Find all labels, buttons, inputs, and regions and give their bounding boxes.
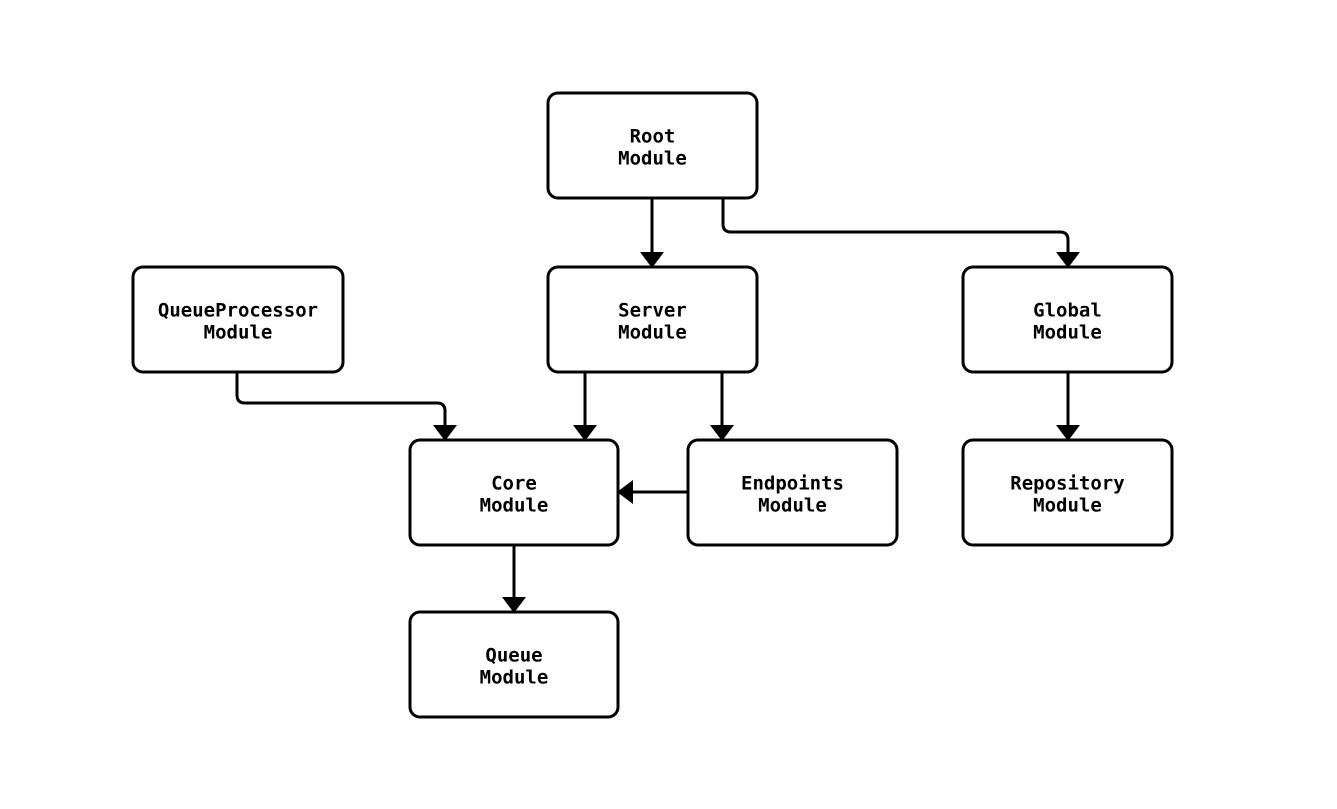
node-endpoints-box [686,438,899,547]
node-core-box [408,438,620,547]
node-queueprocessor-box [131,265,345,374]
node-server-box [546,265,759,374]
node-queue-box [408,610,620,719]
node-global-box [961,265,1174,374]
node-repository-box [961,438,1174,547]
edge-root-to-global [721,198,1080,268]
edge-queueprocessor-to-core [235,372,457,441]
node-root-box [546,91,759,200]
